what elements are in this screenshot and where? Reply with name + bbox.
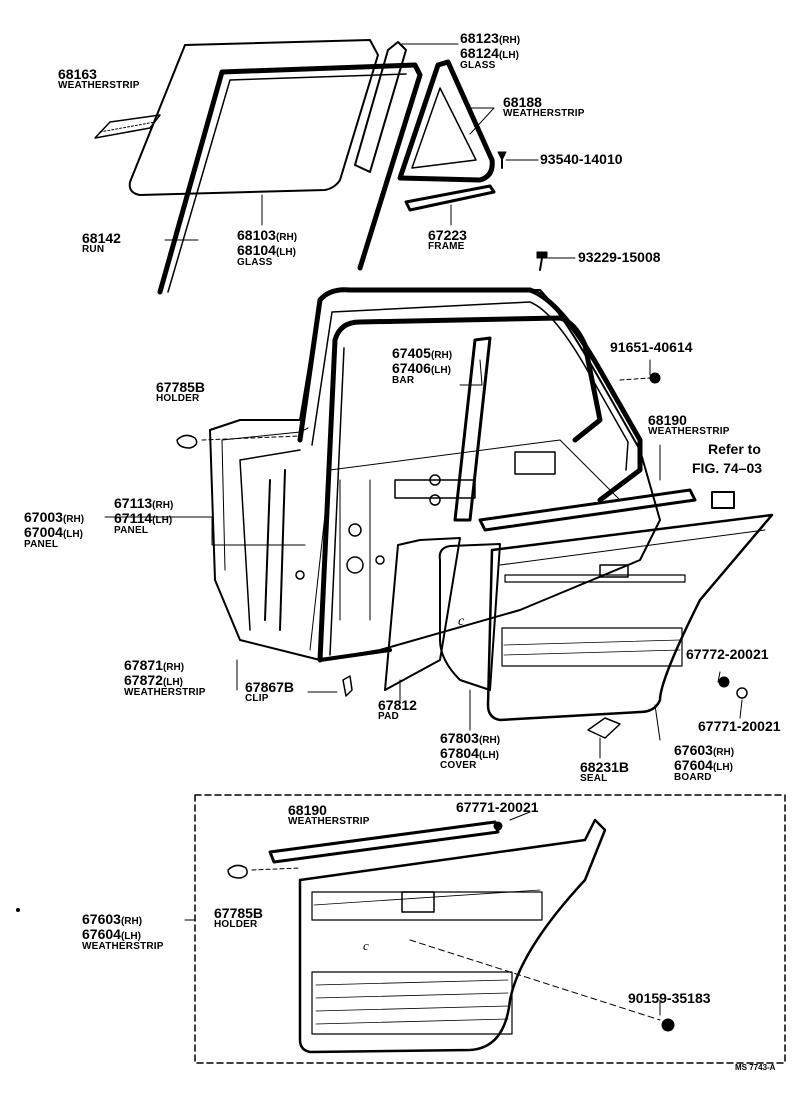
label-inset-67785b: 67785B HOLDER bbox=[214, 905, 264, 930]
label-68103-68104: 68103(RH) 68104(LH) GLASS bbox=[237, 227, 298, 268]
rear-door-glass bbox=[128, 39, 379, 196]
label-68188: 68188 WEATHERSTRIP bbox=[503, 94, 585, 119]
drawing-code: MS 7743-A bbox=[735, 1063, 776, 1072]
label-67803-67804: 67803(RH) 67804(LH) COVER bbox=[440, 730, 501, 771]
label-68231b-seal: 68231B SEAL bbox=[580, 759, 630, 784]
label-93229-15008: 93229-15008 bbox=[578, 249, 661, 265]
label-67772-20021: 67772-20021 bbox=[686, 646, 769, 662]
label-inset-68190: 68190 WEATHERSTRIP bbox=[288, 802, 370, 827]
window-regulator-bar bbox=[317, 315, 603, 663]
inset-clip bbox=[493, 821, 503, 831]
label-67405-67406: 67405(RH) 67406(LH) BAR bbox=[392, 345, 453, 386]
trim-board-67603 bbox=[486, 513, 774, 722]
label-67113-67114: 67113(RH) 67114(LH) PANEL bbox=[114, 495, 174, 536]
label-90159-35183: 90159-35183 bbox=[628, 990, 711, 1006]
label-67003-67004: 67003(RH) 67004(LH) PANEL bbox=[24, 509, 85, 550]
inset-screw-90159 bbox=[409, 939, 675, 1032]
door-weatherstrip-67871 bbox=[318, 648, 392, 662]
glass-run-channel bbox=[157, 62, 423, 295]
label-67812-pad: 67812 PAD bbox=[378, 697, 417, 722]
clip-67772 bbox=[718, 676, 748, 699]
label-inset-67771-20021: 67771-20021 bbox=[456, 799, 539, 815]
bolt-91651 bbox=[619, 372, 661, 384]
label-67785b-holder: 67785B HOLDER bbox=[156, 379, 206, 404]
label-68190-weatherstrip: 68190 WEATHERSTRIP bbox=[648, 412, 730, 437]
quarter-glass bbox=[397, 59, 495, 183]
label-68163: 68163 WEATHERSTRIP bbox=[58, 66, 140, 91]
seal-68231 bbox=[587, 717, 621, 739]
screw-93229 bbox=[536, 251, 548, 271]
clip-67867 bbox=[342, 675, 353, 697]
label-inset-67603-67604: 67603(RH) 67604(LH) WEATHERSTRIP bbox=[82, 911, 164, 952]
belt-weatherstrip-68190 bbox=[478, 488, 697, 532]
leader-lines bbox=[104, 43, 743, 759]
quarter-frame bbox=[404, 184, 496, 212]
inset-box bbox=[184, 794, 786, 1064]
inset-leader-lines bbox=[509, 811, 661, 1016]
label-68123-68124: 68123(RH) 68124(LH) GLASS bbox=[460, 30, 521, 71]
holder-67785 bbox=[176, 434, 301, 449]
screw-93540 bbox=[497, 151, 507, 169]
label-67771-20021: 67771-20021 bbox=[698, 718, 781, 734]
pad-67812 bbox=[384, 537, 461, 691]
label-68142: 68142 RUN bbox=[82, 230, 121, 255]
door-hardware bbox=[264, 451, 556, 631]
label-fig-74-03: FIG. 74–03 bbox=[692, 460, 763, 476]
weatherstrip-68163 bbox=[94, 114, 161, 139]
trim-clip-reference bbox=[711, 491, 735, 509]
label-67867b-clip: 67867B CLIP bbox=[245, 679, 295, 704]
inset-trim-board: c bbox=[298, 818, 607, 1054]
label-67223: 67223 FRAME bbox=[428, 227, 467, 252]
label-93540-14010: 93540-14010 bbox=[540, 151, 623, 167]
front-glass-strip bbox=[354, 41, 407, 173]
label-refer-fig: Refer to bbox=[708, 441, 761, 457]
label-67871-67872: 67871(RH) 67872(LH) WEATHERSTRIP bbox=[124, 657, 206, 698]
inset-holder bbox=[227, 864, 301, 879]
svg-text:c: c bbox=[458, 614, 465, 629]
inset-weatherstrip-68190 bbox=[268, 820, 500, 864]
svg-text:c: c bbox=[363, 938, 369, 953]
cover-67803: c bbox=[438, 543, 501, 691]
label-91651-40614: 91651-40614 bbox=[610, 339, 693, 355]
label-67603-67604-board: 67603(RH) 67604(LH) BOARD bbox=[674, 742, 735, 783]
